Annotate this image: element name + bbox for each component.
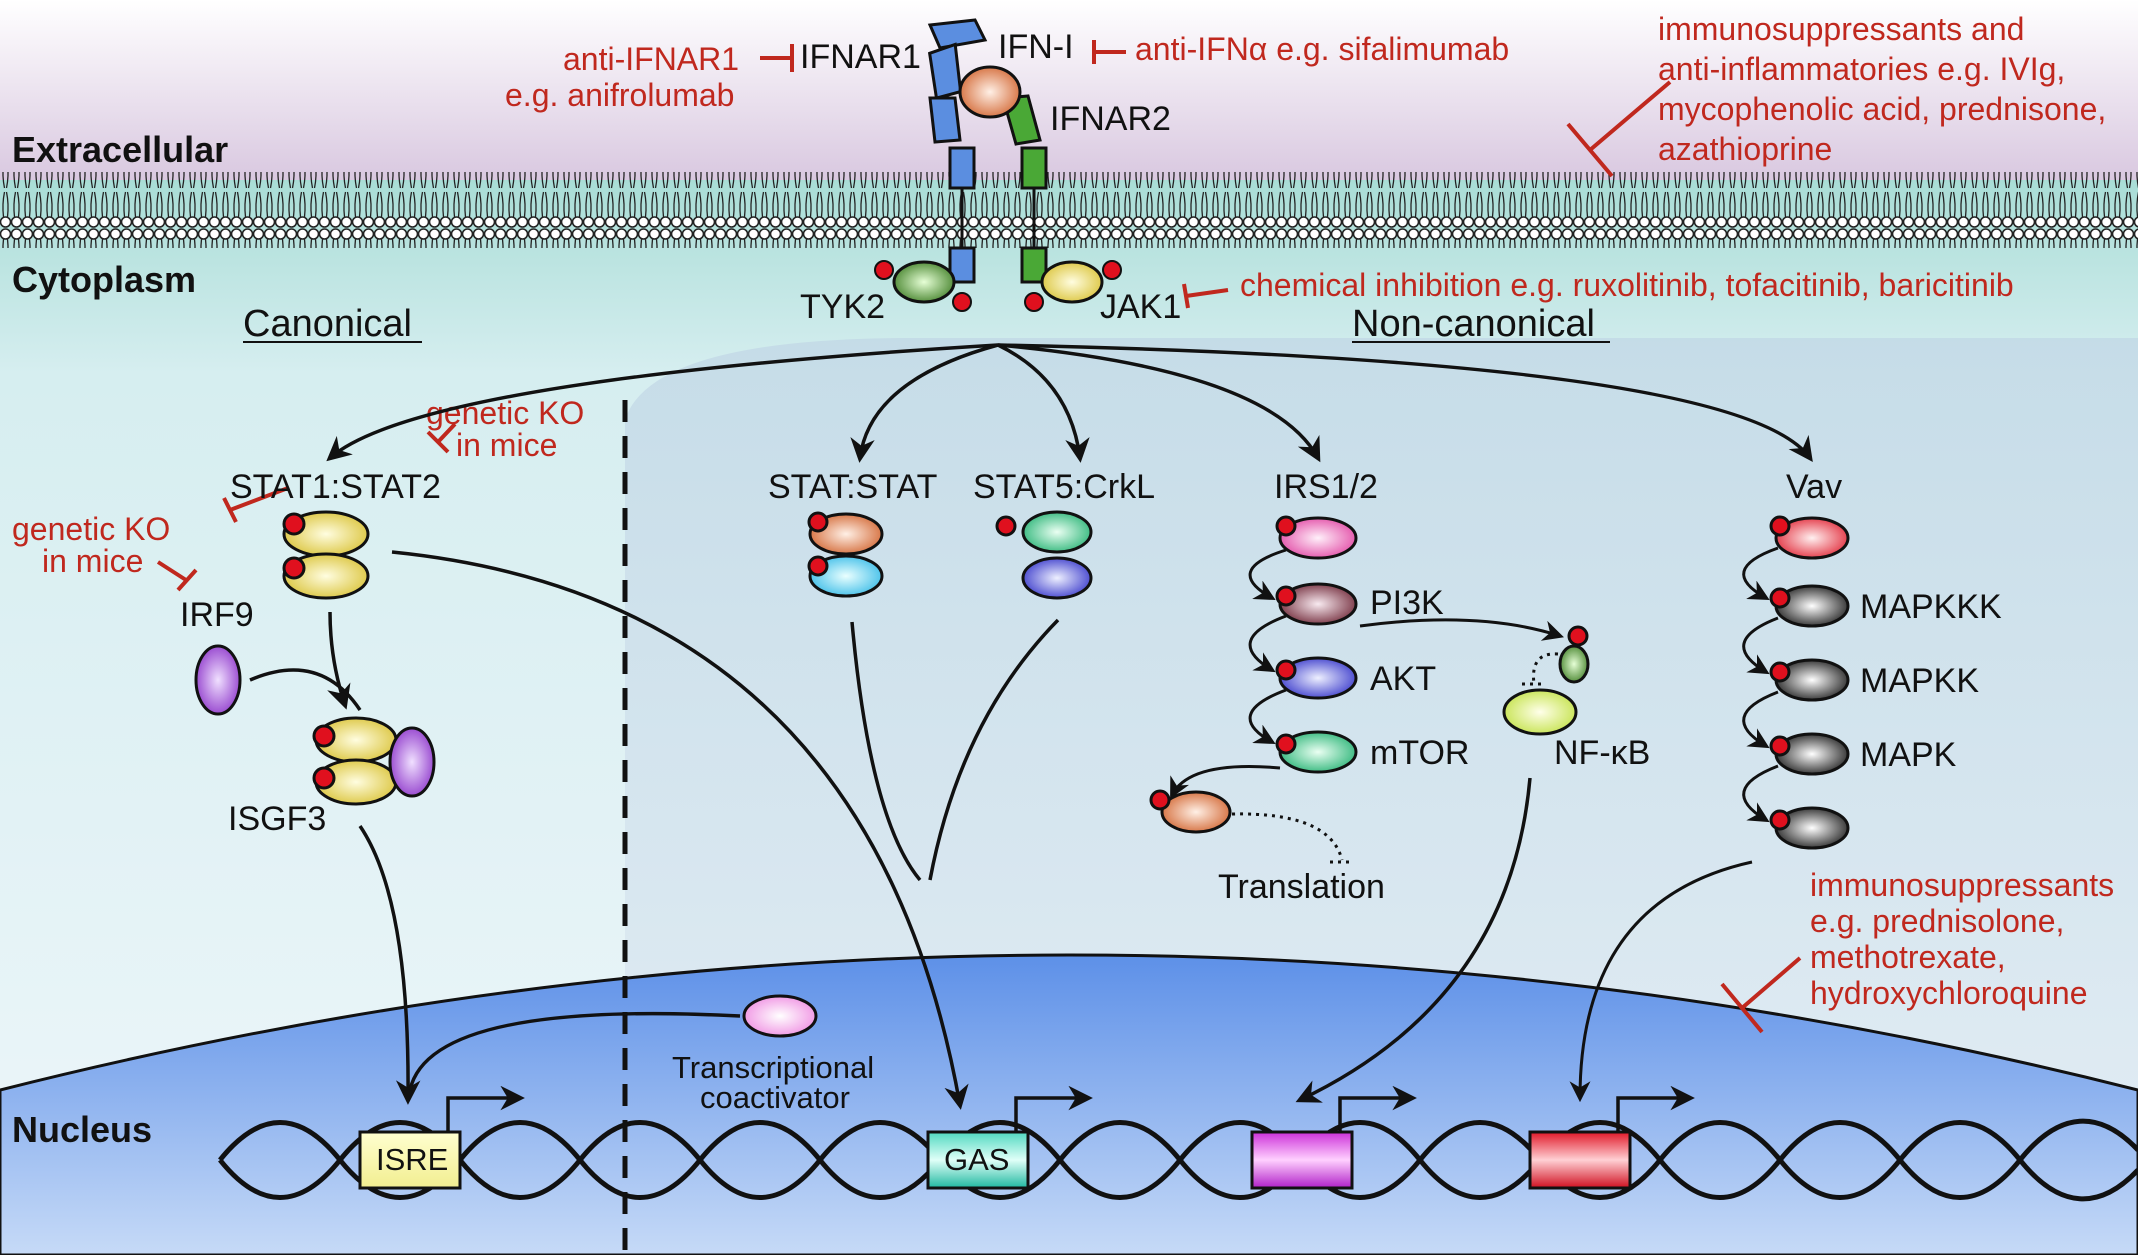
mtor-label: mTOR xyxy=(1370,734,1469,772)
immuno-bottom-line-1: immunosuppressants xyxy=(1810,867,2114,903)
tyk2-kinase xyxy=(892,260,956,304)
coactivator-label-line-1: Transcriptional xyxy=(672,1050,874,1085)
immuno-bottom-line-3: methotrexate, xyxy=(1810,939,2006,975)
tyk2-label: TYK2 xyxy=(800,288,885,326)
irs-label: IRS1/2 xyxy=(1274,468,1378,506)
coactivator-label-line-2: coactivator xyxy=(700,1080,850,1115)
akt-label: AKT xyxy=(1370,660,1436,698)
canonical-arrows xyxy=(249,550,969,1110)
canonical-heading: Canonical xyxy=(243,303,412,345)
jak1-kinase xyxy=(1040,260,1104,304)
mapk-label: MAPK xyxy=(1860,736,1957,774)
isre-label: ISRE xyxy=(376,1142,448,1177)
transcriptional-coactivator xyxy=(742,994,818,1038)
nfkb-complex xyxy=(1502,625,1590,736)
isre-element xyxy=(358,1130,462,1190)
pi3k-label: PI3K xyxy=(1370,584,1444,622)
stat5-crkl-dimer xyxy=(995,510,1093,600)
mapk-arrows xyxy=(1569,546,1779,1103)
immuno-top-line-2: anti-inflammatories e.g. IVIg, xyxy=(1658,51,2065,87)
ifnar2-label: IFNAR2 xyxy=(1050,100,1171,138)
isgf3-complex xyxy=(312,716,436,806)
nfkb-inhibitor-link xyxy=(1522,652,1559,686)
extracellular-label: Extracellular xyxy=(12,129,228,170)
gas-label: GAS xyxy=(944,1142,1009,1177)
stat-to-gas-arrows xyxy=(850,618,1060,882)
stat5-crkl-label: STAT5:CrkL xyxy=(973,468,1155,506)
immuno-bottom-line-2: e.g. prednisolone, xyxy=(1810,903,2064,939)
dna-helix xyxy=(218,1118,2138,1202)
mapkkk-label: MAPKKK xyxy=(1860,588,2002,626)
ifn-label: IFN-I xyxy=(998,28,1074,66)
translation-label: Translation xyxy=(1218,868,1385,906)
isgf3-label: ISGF3 xyxy=(228,800,326,838)
ifnar1-label: IFNAR1 xyxy=(800,38,921,76)
pi3k-arrows xyxy=(1170,548,1564,799)
cytoplasm-label: Cytoplasm xyxy=(12,259,196,300)
receptor-phospho-sites xyxy=(874,260,1122,312)
irf9-label: IRF9 xyxy=(180,596,254,634)
plasma-membrane xyxy=(0,172,2138,248)
inhibition-bars xyxy=(156,40,1802,1034)
jak-inhibitor-label: chemical inhibition e.g. ruxolitinib, to… xyxy=(1240,267,2014,303)
anti-ifn-label: anti-IFNα e.g. sifalimumab xyxy=(1135,31,1509,67)
anti-ifnar1-example: e.g. anifrolumab xyxy=(505,77,734,113)
immuno-top-line-3: mycophenolic acid, prednisone, xyxy=(1658,91,2106,127)
anti-ifnar1-label: anti-IFNAR1 xyxy=(563,41,739,77)
stat-stat-dimer xyxy=(807,511,884,598)
ko-stat2-line-2: in mice xyxy=(456,427,557,463)
stat1-stat2-dimer xyxy=(282,510,370,600)
irf9-protein xyxy=(194,644,242,716)
ko-stat1-line-2: in mice xyxy=(42,543,143,579)
vav-label: Vav xyxy=(1786,468,1842,506)
ko-stat2-line-1: genetic KO xyxy=(426,395,584,431)
jak1-label: JAK1 xyxy=(1100,288,1181,326)
nucleus-label: Nucleus xyxy=(12,1109,152,1150)
coactivator-arrow xyxy=(408,1011,741,1091)
ifn-ligand xyxy=(958,65,1022,119)
gas-element xyxy=(926,1130,1030,1190)
immuno-top-line-4: azathioprine xyxy=(1658,131,1832,167)
ifnar1-receptor xyxy=(927,18,988,284)
ko-stat1-line-1: genetic KO xyxy=(12,511,170,547)
stat-stat-label: STAT:STAT xyxy=(768,468,937,506)
nfkb-response-element xyxy=(1250,1130,1354,1190)
nfkb-to-nucleus-arrow xyxy=(1295,777,1532,1103)
extracellular-region xyxy=(0,0,2138,180)
transcription-arrows xyxy=(446,1085,1695,1132)
stat1-stat2-label: STAT1:STAT2 xyxy=(230,468,441,506)
pi3k-cascade xyxy=(1149,515,1358,834)
immuno-bottom-line-4: hydroxychloroquine xyxy=(1810,975,2088,1011)
nfkb-label: NF-κB xyxy=(1554,734,1650,772)
mapk-cascade xyxy=(1769,515,1850,850)
receptor-branch-arrows xyxy=(326,343,1813,463)
mapkk-label: MAPKK xyxy=(1860,662,1979,700)
non-canonical-heading: Non-canonical xyxy=(1352,303,1595,345)
mapk-response-element xyxy=(1528,1130,1632,1190)
immuno-top-line-1: immunosuppressants and xyxy=(1658,11,2024,47)
